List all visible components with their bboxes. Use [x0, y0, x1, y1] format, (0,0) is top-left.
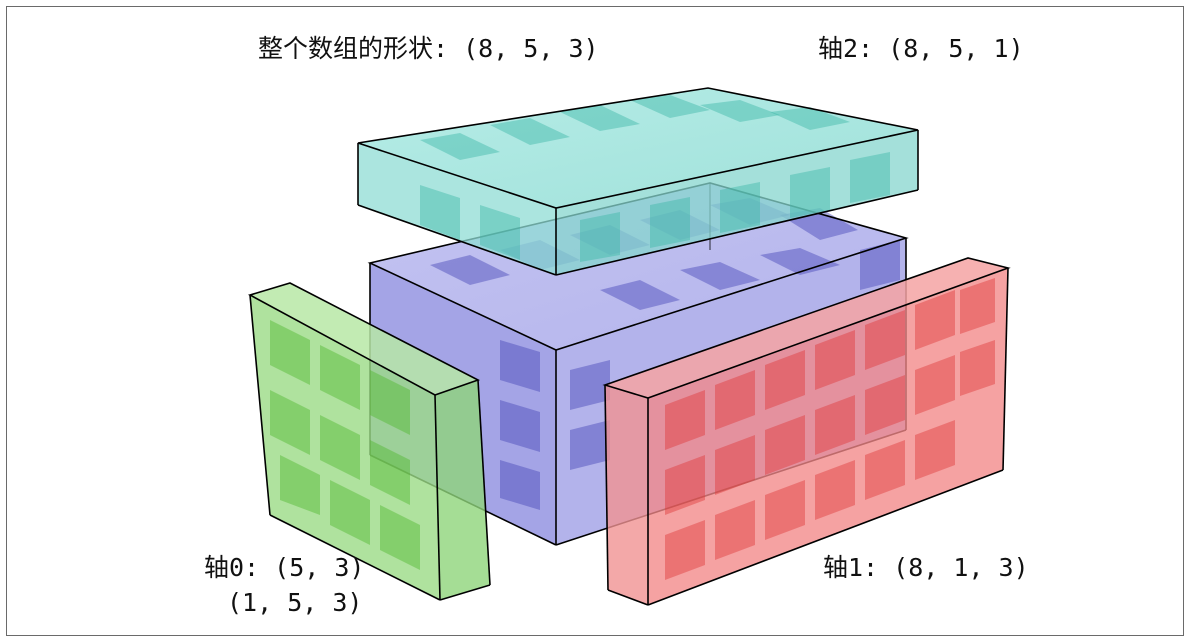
axis2-slab-cells [420, 95, 890, 262]
axis1-slab-right [648, 268, 1008, 605]
axis2-slab-edges [357, 87, 919, 276]
full-shape-label: 整个数组的形状: (8, 5, 3) [258, 34, 599, 63]
axis0-slab [247, 282, 491, 601]
axis0-slab-edges [247, 282, 491, 601]
axis2-slab-front [358, 143, 556, 275]
axis0-slab-top [250, 283, 478, 395]
axis0-slab-front [250, 295, 440, 600]
axis2-shape-label: 轴2: (8, 5, 1) [818, 34, 1024, 63]
axis1-slab-front [605, 385, 648, 605]
axis0-slab-cells [270, 320, 420, 570]
axis1-slab-edges [602, 257, 1011, 606]
axis1-slab [602, 257, 1011, 606]
axis2-slab [357, 87, 919, 276]
axis1-slab-top [605, 258, 1008, 398]
axis1-slab-cells [665, 278, 995, 580]
axis1-shape-label: 轴1: (8, 1, 3) [823, 553, 1029, 582]
axis0-shape-label: 轴0: (5, 3) [204, 553, 365, 582]
axis2-slab-top [358, 88, 918, 208]
axis0-slab-right [435, 380, 490, 600]
axis2-slab-right [556, 130, 918, 275]
axis0-expanded-shape-label: (1, 5, 3) [227, 588, 363, 617]
